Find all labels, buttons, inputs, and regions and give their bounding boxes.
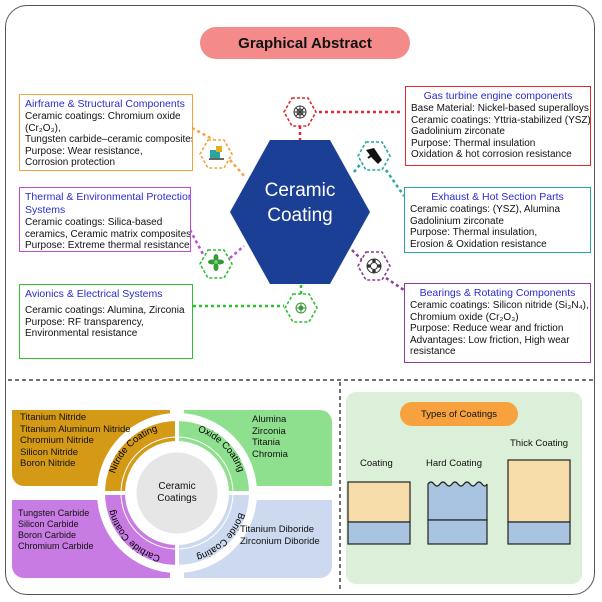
- exhaust-line: Purpose: Thermal insulation,: [410, 227, 538, 239]
- antenna-icon: [295, 302, 307, 314]
- oxide-list: Alumina Zirconia Titania Chromia: [252, 414, 288, 460]
- exhaust-line: Erosion & Oxidation resistance: [410, 238, 547, 250]
- oxide-item: Alumina: [252, 414, 287, 425]
- avionics-line: Environmental resistance: [25, 328, 138, 340]
- wheel-center-label: Ceramic Coatings: [137, 481, 217, 505]
- boride-item: Zirconium Diboride: [240, 535, 320, 547]
- airframe-title: Airframe & Structural Components: [25, 98, 185, 110]
- connector-airframe: [191, 126, 215, 142]
- boride-list: Titanium Diboride Zirconium Diboride: [240, 524, 320, 547]
- avionics-line: Ceramic coatings: Alumina, Zirconia: [25, 305, 185, 316]
- avionics-line: Purpose: RF transparency,: [25, 316, 144, 328]
- gas-turbine-line: Gadolinium zirconate: [411, 126, 505, 138]
- airframe-line: Corrosion protection: [25, 157, 116, 169]
- bearings-box: Bearings & Rotating Components Ceramic c…: [404, 283, 591, 363]
- oxide-item: Chromia: [252, 448, 288, 460]
- nitride-item: Titanium Nitride: [20, 412, 87, 423]
- nitride-item: Boron Nitride: [20, 458, 76, 469]
- wheel-center: [133, 449, 221, 537]
- oxide-arc: [177, 421, 249, 493]
- thermal-icon: [208, 254, 224, 271]
- carbide-item: Chromium Carbide: [18, 541, 94, 551]
- thermal-line: ceramics, Ceramic matrix composites: [25, 228, 191, 240]
- airframe-line: (Cr₂O₃),: [25, 122, 61, 134]
- hex-badge-bearings: [357, 251, 391, 281]
- connector-bearings-2: [351, 249, 363, 261]
- connector-thermal-2: [229, 245, 245, 259]
- carbide-list: Tungsten Carbide Silicon Carbide Boron C…: [18, 508, 94, 552]
- bearings-line: Chromium oxide (Cr₂O₃): [410, 311, 519, 323]
- wheel-center-line2: Coatings: [157, 493, 197, 504]
- nitride-item: Chromium Nitride: [20, 435, 94, 446]
- coating-layer: [347, 481, 411, 523]
- coating-substrate: [347, 521, 411, 545]
- thick-coating-substrate: [507, 521, 571, 545]
- exhaust-box: Exhaust & Hot Section Parts Ceramic coat…: [404, 187, 591, 253]
- thermal-line: Purpose: Extreme thermal resistance: [25, 240, 190, 252]
- nitride-arc: [105, 421, 177, 493]
- airframe-line: Purpose: Wear resistance,: [25, 145, 143, 157]
- oxide-item: Titania: [252, 437, 281, 448]
- thermal-line: Ceramic coatings: Silica-based: [25, 217, 163, 228]
- boride-item: Titanium Diboride: [240, 524, 315, 535]
- exhaust-title: Exhaust & Hot Section Parts: [431, 191, 564, 203]
- thermal-title: Thermal & Environmental Protection: [25, 191, 191, 203]
- airframe-line: Tungsten carbide–ceramic composites: [25, 134, 193, 146]
- nitride-item: Titanium Aluminum Nitride: [20, 423, 131, 435]
- connector-airframe-2: [229, 159, 247, 179]
- types-title: Types of Coatings: [400, 402, 518, 426]
- bearings-line: Advantages: Low friction, High wear: [410, 334, 570, 346]
- bearings-title: Bearings & Rotating Components: [419, 287, 576, 299]
- avionics-box: Avionics & Electrical Systems Ceramic co…: [19, 284, 193, 359]
- gas-turbine-line: Base Material: Nickel-based superalloys: [411, 103, 589, 114]
- gas-turbine-line: Purpose: Thermal insulation: [411, 137, 536, 149]
- gas-turbine-box: Gas turbine engine components Base Mater…: [405, 86, 591, 166]
- connector-exhaust-2: [353, 161, 363, 173]
- outer-frame: [5, 5, 595, 595]
- connector-bearings: [385, 276, 405, 292]
- carbide-arc: [105, 493, 177, 565]
- bearings-line: Purpose: Reduce wear and friction: [410, 323, 564, 335]
- center-label-line2: Coating: [267, 205, 333, 226]
- carbide-item: Silicon Carbide: [18, 519, 79, 529]
- thick-coating-label: Thick Coating: [510, 438, 569, 449]
- connector-exhaust: [384, 169, 406, 197]
- gas-turbine-title: Gas turbine engine components: [423, 90, 573, 102]
- thick-coating-layer: [507, 459, 571, 523]
- airframe-box: Airframe & Structural Components Ceramic…: [19, 94, 193, 171]
- avionics-title: Avionics & Electrical Systems: [25, 288, 163, 300]
- center-label: Ceramic Coating: [230, 178, 370, 228]
- gas-turbine-line: Oxidation & hot corrosion resistance: [411, 149, 572, 161]
- exhaust-line: Ceramic coatings: (YSZ), Alumina: [410, 204, 561, 215]
- coating-label: Coating: [360, 458, 393, 469]
- connector-thermal: [188, 229, 206, 257]
- gas-turbine-line: Ceramic coatings: Yttria-stabilized (YSZ…: [411, 114, 591, 126]
- page-title: Graphical Abstract: [200, 27, 410, 59]
- bearings-line: Ceramic coatings: Silicon nitride (Si₃N₄…: [410, 300, 589, 311]
- carbide-item: Tungsten Carbide: [18, 508, 90, 518]
- plane-icon: [366, 148, 382, 164]
- hard-coating-label: Hard Coating: [426, 458, 482, 469]
- nitride-item: Silicon Nitride: [20, 446, 79, 458]
- thermal-title-cont: Systems: [25, 204, 66, 216]
- wheel-center-line1: Ceramic: [158, 481, 196, 492]
- turbine-icon: [293, 105, 307, 119]
- exhaust-line: Gadolinium zirconate: [410, 215, 504, 227]
- aircraft-icon: [209, 146, 224, 160]
- center-hexagon: [230, 140, 370, 284]
- carbide-item: Boron Carbide: [18, 530, 77, 540]
- bearings-line: resistance: [410, 346, 456, 358]
- oxide-item: Zirconia: [252, 425, 286, 437]
- hard-coating-substrate: [427, 519, 488, 545]
- center-label-line1: Ceramic: [264, 180, 336, 201]
- boride-arc: [177, 493, 249, 565]
- hard-coating-layer: [427, 481, 488, 521]
- nitride-list: Titanium Nitride Titanium Aluminum Nitri…: [20, 412, 131, 470]
- bearing-icon: [366, 258, 382, 274]
- thermal-box: Thermal & Environmental Protection Syste…: [19, 187, 191, 252]
- airframe-line: Ceramic coatings: Chromium oxide: [25, 111, 181, 122]
